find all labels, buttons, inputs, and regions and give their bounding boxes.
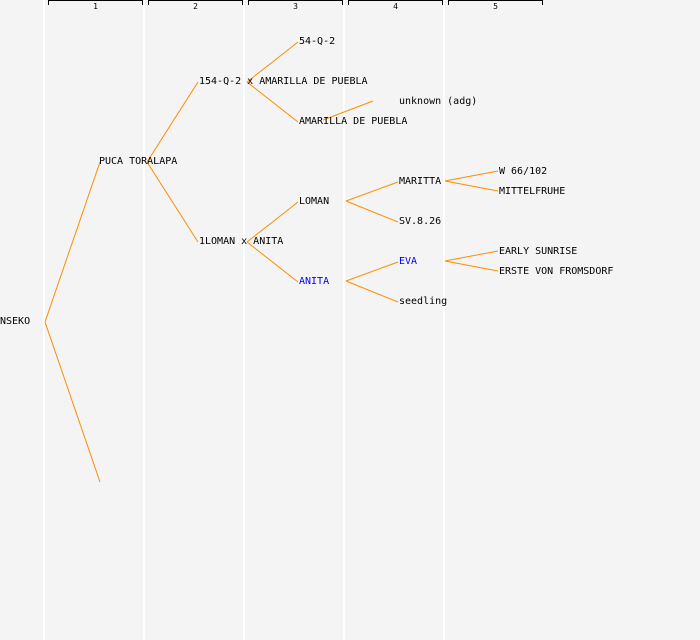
edge xyxy=(444,250,499,262)
generation-number: 2 xyxy=(193,2,198,11)
node-gen3-link[interactable]: ANITA xyxy=(299,276,330,287)
edge xyxy=(444,260,499,272)
edge xyxy=(44,321,101,483)
node-gen2-cross-b[interactable]: 1LOMAN x ANITA xyxy=(199,236,284,247)
generation-number: 5 xyxy=(493,2,498,11)
node-gen3[interactable]: 54-Q-2 xyxy=(299,36,336,47)
node-gen4[interactable]: SV.8.26 xyxy=(399,216,442,227)
generation-header-1: 1 xyxy=(48,0,143,11)
generation-header-3: 3 xyxy=(248,0,343,11)
edge xyxy=(444,170,499,182)
edge xyxy=(246,81,299,123)
generation-header-4: 4 xyxy=(348,0,443,11)
node-gen3[interactable]: AMARILLA DE PUEBLA xyxy=(299,116,408,127)
generation-header-5: 5 xyxy=(448,0,543,11)
node-gen5[interactable]: EARLY SUNRISE xyxy=(499,246,578,257)
edge xyxy=(345,181,399,202)
edge xyxy=(322,100,374,121)
edge xyxy=(44,161,101,323)
node-gen5[interactable]: ERSTE VON FROMSDORF xyxy=(499,266,614,277)
column-separator xyxy=(243,0,245,640)
edge xyxy=(345,200,399,223)
column-separator xyxy=(43,0,45,640)
node-gen4[interactable]: MARITTA xyxy=(399,176,442,187)
generation-number: 3 xyxy=(293,2,298,11)
edge xyxy=(345,280,399,303)
column-separator xyxy=(343,0,345,640)
node-gen4[interactable]: unknown (adg) xyxy=(399,96,478,107)
generation-number: 4 xyxy=(393,2,398,11)
column-separator xyxy=(143,0,145,640)
node-root[interactable]: NSEKO xyxy=(0,316,31,327)
edge xyxy=(246,201,299,243)
generation-header-2: 2 xyxy=(148,0,243,11)
node-gen2-cross-a[interactable]: 154-Q-2 x AMARILLA DE PUEBLA xyxy=(199,76,368,87)
edge xyxy=(246,41,299,83)
node-gen4-link[interactable]: EVA xyxy=(399,256,418,267)
node-gen4[interactable]: seedling xyxy=(399,296,448,307)
node-gen5[interactable]: MITTELFRUHE xyxy=(499,186,566,197)
edge xyxy=(444,180,499,192)
column-separator xyxy=(443,0,445,640)
edge xyxy=(146,161,199,243)
node-gen1[interactable]: PUCA TORALAPA xyxy=(99,156,178,167)
edge xyxy=(246,241,299,283)
node-gen3[interactable]: LOMAN xyxy=(299,196,330,207)
edge xyxy=(345,261,399,282)
node-gen5[interactable]: W 66/102 xyxy=(499,166,548,177)
edge xyxy=(146,81,199,163)
generation-number: 1 xyxy=(93,2,98,11)
